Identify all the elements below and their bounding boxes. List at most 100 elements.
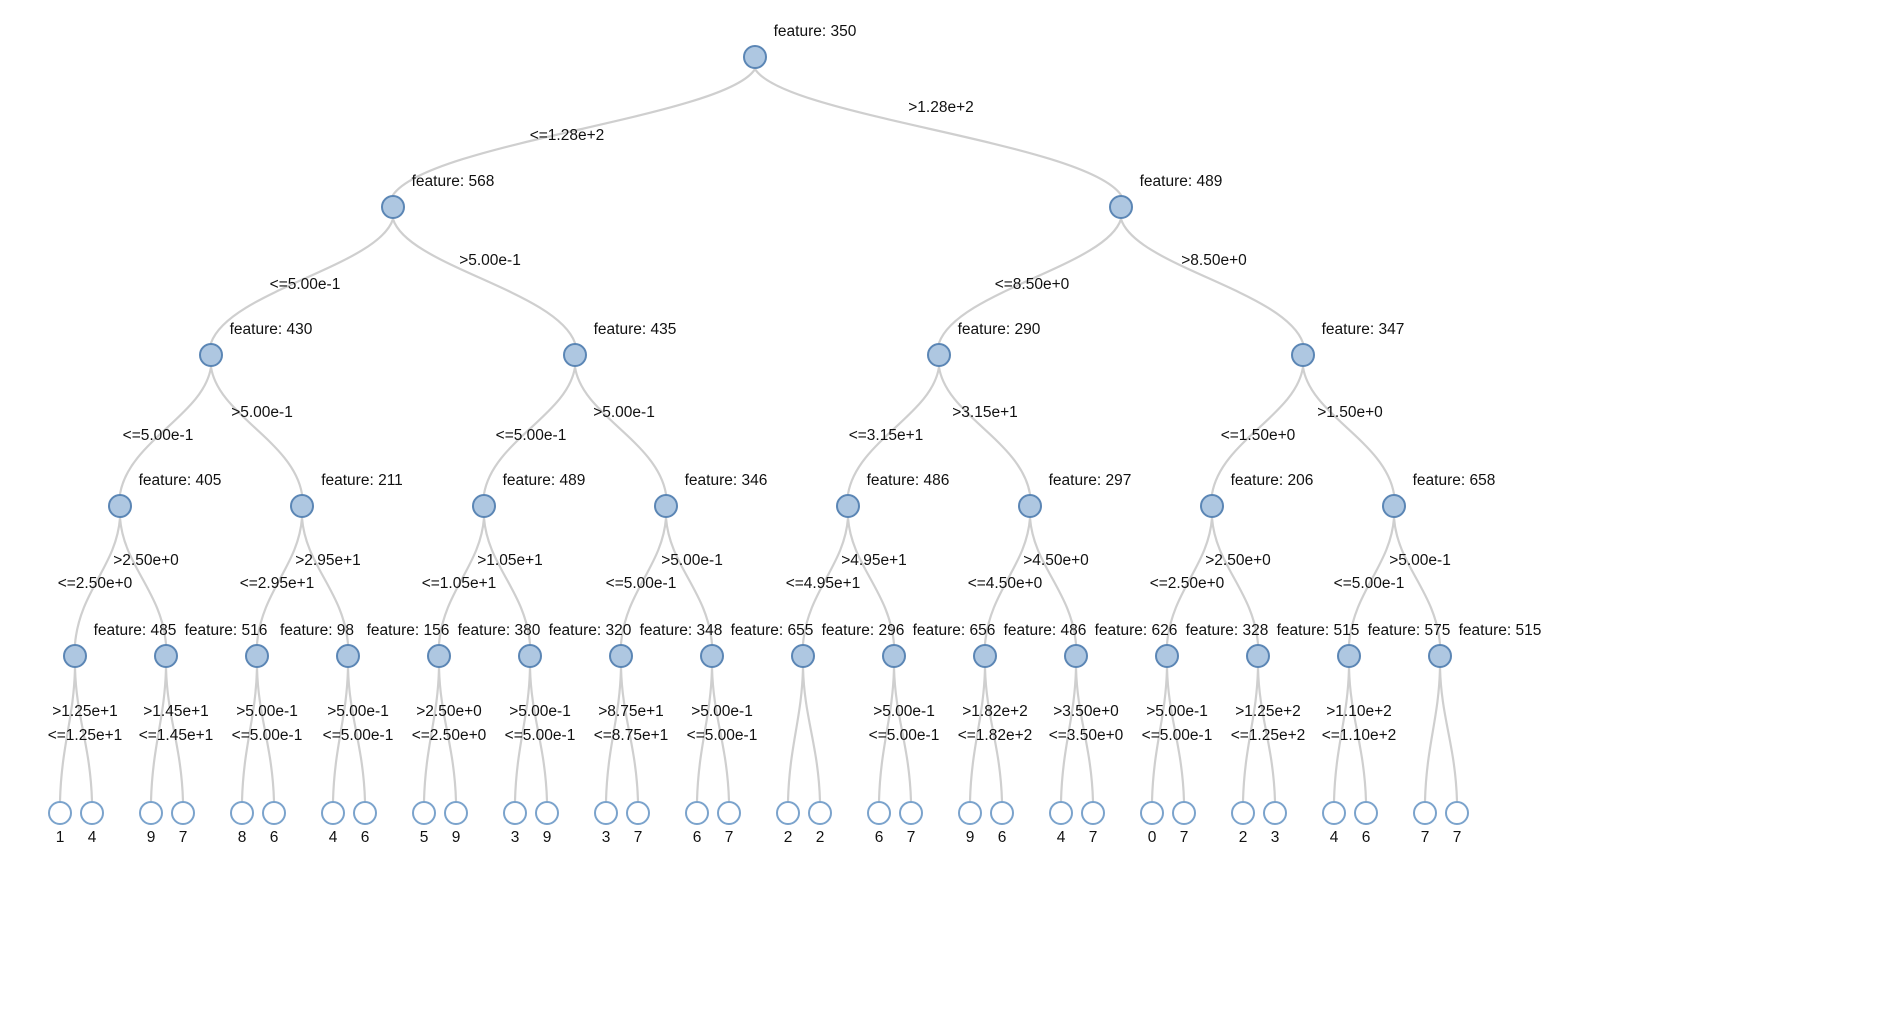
node-circle[interactable] <box>700 644 724 668</box>
tree-leaf[interactable] <box>717 801 741 825</box>
tree-node[interactable] <box>973 644 997 668</box>
leaf-circle[interactable] <box>1354 801 1378 825</box>
tree-leaf[interactable] <box>535 801 559 825</box>
tree-node[interactable] <box>518 644 542 668</box>
tree-node[interactable] <box>1064 644 1088 668</box>
node-circle[interactable] <box>427 644 451 668</box>
tree-leaf[interactable] <box>48 801 72 825</box>
tree-leaf[interactable] <box>444 801 468 825</box>
node-circle[interactable] <box>472 494 496 518</box>
leaf-circle[interactable] <box>535 801 559 825</box>
node-circle[interactable] <box>563 343 587 367</box>
tree-node[interactable] <box>1200 494 1224 518</box>
tree-node[interactable] <box>472 494 496 518</box>
leaf-circle[interactable] <box>139 801 163 825</box>
tree-node[interactable] <box>199 343 223 367</box>
node-circle[interactable] <box>1064 644 1088 668</box>
tree-leaf[interactable] <box>353 801 377 825</box>
node-circle[interactable] <box>108 494 132 518</box>
tree-node[interactable] <box>1382 494 1406 518</box>
tree-node[interactable] <box>836 494 860 518</box>
tree-node[interactable] <box>1291 343 1315 367</box>
tree-leaf[interactable] <box>1081 801 1105 825</box>
node-circle[interactable] <box>1246 644 1270 668</box>
leaf-circle[interactable] <box>321 801 345 825</box>
node-circle[interactable] <box>1018 494 1042 518</box>
node-circle[interactable] <box>381 195 405 219</box>
leaf-circle[interactable] <box>1140 801 1164 825</box>
tree-node[interactable] <box>1155 644 1179 668</box>
node-circle[interactable] <box>1382 494 1406 518</box>
node-circle[interactable] <box>654 494 678 518</box>
node-circle[interactable] <box>1109 195 1133 219</box>
node-circle[interactable] <box>1291 343 1315 367</box>
leaf-circle[interactable] <box>1322 801 1346 825</box>
leaf-circle[interactable] <box>48 801 72 825</box>
tree-leaf[interactable] <box>990 801 1014 825</box>
leaf-circle[interactable] <box>1231 801 1255 825</box>
tree-leaf[interactable] <box>1049 801 1073 825</box>
tree-leaf[interactable] <box>1413 801 1437 825</box>
tree-leaf[interactable] <box>230 801 254 825</box>
node-circle[interactable] <box>973 644 997 668</box>
node-circle[interactable] <box>1200 494 1224 518</box>
tree-leaf[interactable] <box>1354 801 1378 825</box>
leaf-circle[interactable] <box>899 801 923 825</box>
tree-node[interactable] <box>1428 644 1452 668</box>
tree-leaf[interactable] <box>899 801 923 825</box>
tree-node[interactable] <box>381 195 405 219</box>
tree-leaf[interactable] <box>139 801 163 825</box>
node-circle[interactable] <box>743 45 767 69</box>
tree-node[interactable] <box>63 644 87 668</box>
tree-leaf[interactable] <box>1263 801 1287 825</box>
leaf-circle[interactable] <box>80 801 104 825</box>
tree-leaf[interactable] <box>503 801 527 825</box>
node-circle[interactable] <box>836 494 860 518</box>
tree-node[interactable] <box>336 644 360 668</box>
node-circle[interactable] <box>154 644 178 668</box>
tree-node[interactable] <box>1018 494 1042 518</box>
tree-node[interactable] <box>700 644 724 668</box>
tree-node[interactable] <box>743 45 767 69</box>
tree-leaf[interactable] <box>1322 801 1346 825</box>
node-circle[interactable] <box>882 644 906 668</box>
node-circle[interactable] <box>1337 644 1361 668</box>
leaf-circle[interactable] <box>1049 801 1073 825</box>
tree-leaf[interactable] <box>867 801 891 825</box>
leaf-circle[interactable] <box>230 801 254 825</box>
node-circle[interactable] <box>336 644 360 668</box>
leaf-circle[interactable] <box>1081 801 1105 825</box>
tree-node[interactable] <box>654 494 678 518</box>
tree-leaf[interactable] <box>262 801 286 825</box>
leaf-circle[interactable] <box>412 801 436 825</box>
tree-node[interactable] <box>290 494 314 518</box>
node-circle[interactable] <box>609 644 633 668</box>
tree-node[interactable] <box>563 343 587 367</box>
tree-node[interactable] <box>882 644 906 668</box>
leaf-circle[interactable] <box>808 801 832 825</box>
leaf-circle[interactable] <box>1445 801 1469 825</box>
node-circle[interactable] <box>199 343 223 367</box>
node-circle[interactable] <box>290 494 314 518</box>
tree-leaf[interactable] <box>685 801 709 825</box>
tree-node[interactable] <box>791 644 815 668</box>
leaf-circle[interactable] <box>262 801 286 825</box>
tree-node[interactable] <box>1246 644 1270 668</box>
tree-node[interactable] <box>245 644 269 668</box>
leaf-circle[interactable] <box>171 801 195 825</box>
leaf-circle[interactable] <box>1172 801 1196 825</box>
leaf-circle[interactable] <box>685 801 709 825</box>
tree-node[interactable] <box>1337 644 1361 668</box>
leaf-circle[interactable] <box>626 801 650 825</box>
node-circle[interactable] <box>1155 644 1179 668</box>
leaf-circle[interactable] <box>958 801 982 825</box>
leaf-circle[interactable] <box>990 801 1014 825</box>
tree-node[interactable] <box>108 494 132 518</box>
tree-leaf[interactable] <box>412 801 436 825</box>
leaf-circle[interactable] <box>444 801 468 825</box>
leaf-circle[interactable] <box>867 801 891 825</box>
tree-leaf[interactable] <box>80 801 104 825</box>
tree-leaf[interactable] <box>1172 801 1196 825</box>
leaf-circle[interactable] <box>717 801 741 825</box>
tree-node[interactable] <box>427 644 451 668</box>
